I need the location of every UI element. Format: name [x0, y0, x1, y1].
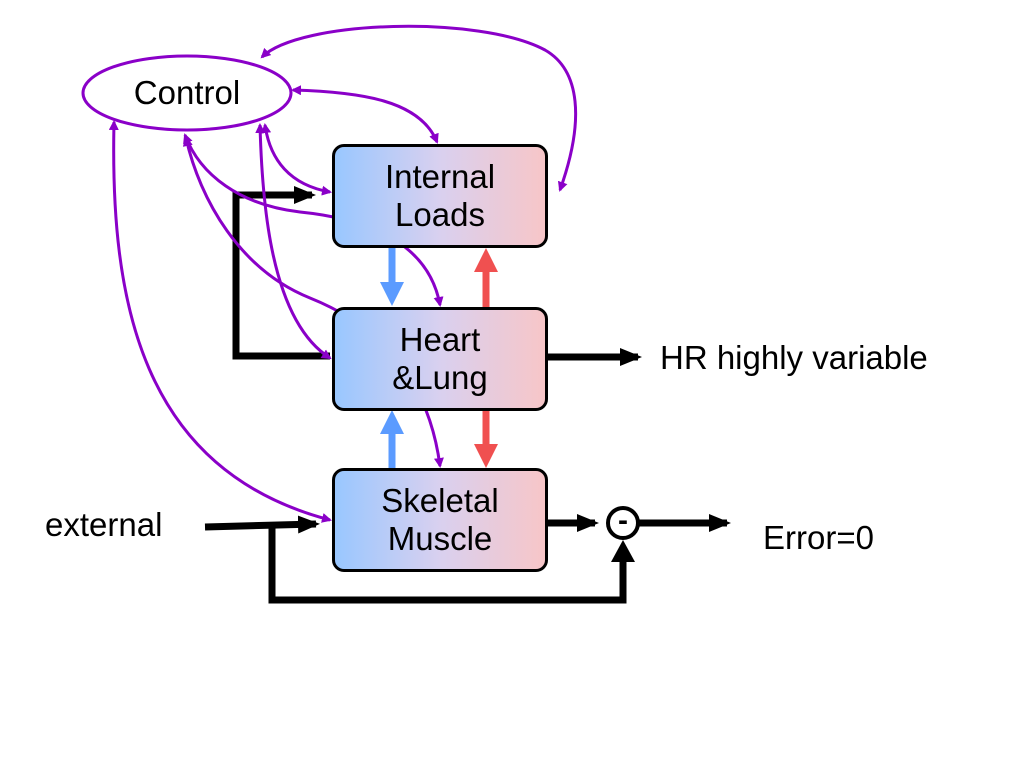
- internal-to-heart-arrow: [380, 248, 404, 306]
- summing-junction-sign: -: [618, 504, 628, 537]
- hr-output-label: HR highly variable: [660, 339, 928, 376]
- heart-lung-line1: Heart: [399, 321, 481, 358]
- control-arc-top-loop: [260, 24, 578, 192]
- heart-to-muscle-arrow: [474, 410, 498, 468]
- bottom-feedback-loop: [268, 526, 627, 604]
- internal-loads-line2: Loads: [395, 196, 485, 233]
- internal-loads-box: Internal Loads: [332, 144, 548, 248]
- heart-to-internal-arrow: [474, 248, 498, 308]
- skeletal-muscle-line2: Muscle: [387, 520, 493, 557]
- skeletal-muscle-line1: Skeletal: [381, 482, 499, 519]
- control-label: Control: [133, 74, 241, 111]
- control-arc-internal-left: [261, 123, 332, 196]
- internal-loads-line1: Internal: [384, 158, 496, 195]
- left-feedback-loop: [232, 186, 330, 360]
- heart-lung-line2: &Lung: [392, 359, 488, 396]
- external-input-arrow: [204, 515, 320, 534]
- external-label: external: [45, 506, 163, 543]
- skeletal-muscle-box: Skeletal Muscle: [332, 468, 548, 572]
- control-arc-heart-left: [255, 123, 332, 360]
- control-arc-internal-top: [291, 85, 439, 144]
- muscle-to-heart-arrow: [380, 410, 404, 468]
- error-output-label: Error=0: [763, 519, 874, 556]
- heart-lung-box: Heart &Lung: [332, 307, 548, 411]
- control-arc-muscle-left: [108, 120, 332, 523]
